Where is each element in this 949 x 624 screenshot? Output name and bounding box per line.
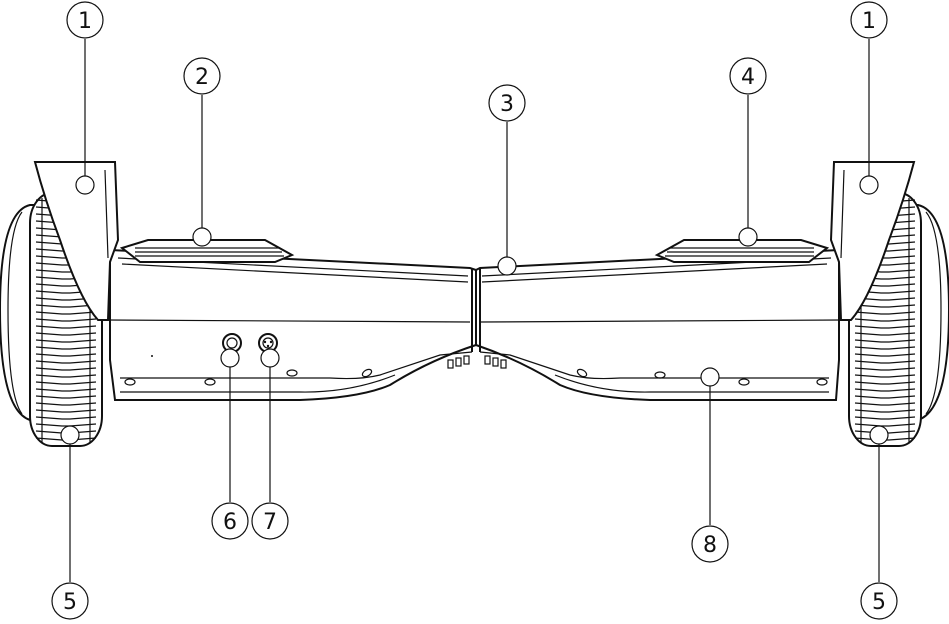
callout-5-right: 5 (861, 426, 897, 619)
svg-text:8: 8 (703, 533, 717, 558)
svg-text:2: 2 (195, 65, 209, 90)
svg-text:1: 1 (78, 9, 92, 34)
svg-text:5: 5 (63, 590, 77, 615)
svg-text:4: 4 (741, 65, 755, 90)
svg-text:1: 1 (862, 9, 876, 34)
hoverboard-body (35, 162, 914, 400)
body-dot (151, 355, 153, 357)
callout-2: 2 (184, 58, 220, 246)
svg-text:7: 7 (263, 510, 277, 535)
callout-4: 4 (730, 58, 766, 246)
svg-text:3: 3 (500, 92, 514, 117)
callout-3: 3 (489, 85, 525, 275)
svg-text:6: 6 (223, 510, 237, 535)
center-bolts (448, 356, 506, 368)
callout-5-left: 5 (52, 426, 88, 619)
svg-text:5: 5 (872, 590, 886, 615)
